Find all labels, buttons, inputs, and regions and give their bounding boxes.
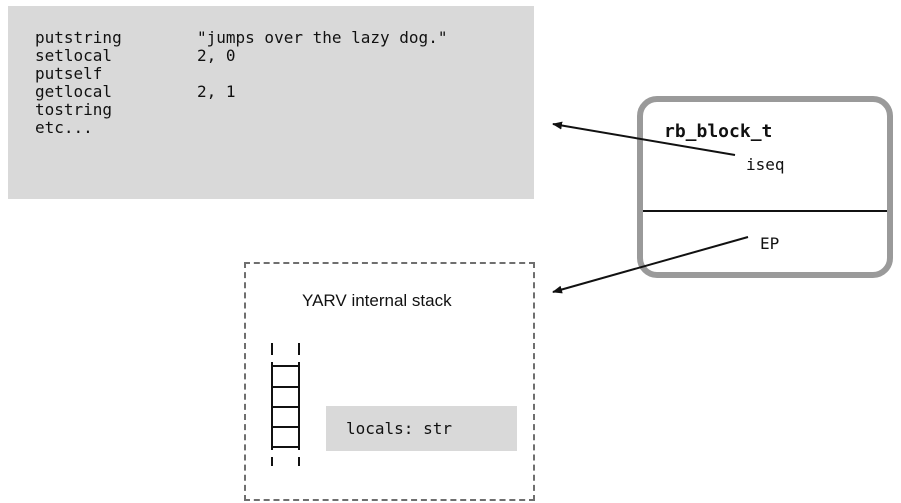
instruction-op: putstring <box>35 28 122 47</box>
locals-label: locals: str <box>346 419 452 438</box>
iseq-field: iseq <box>746 155 785 174</box>
instruction-op: etc... <box>35 118 93 137</box>
locals-box: locals: str <box>326 406 517 451</box>
instruction-arg: 2, 1 <box>197 82 236 101</box>
instruction-op: getlocal <box>35 82 113 101</box>
ep-pointer-arrow <box>552 236 749 294</box>
iseq-pointer-arrow <box>552 121 736 156</box>
stack-ladder-icon <box>271 343 300 466</box>
instruction-sequence-box: putstring "jumps over the lazy dog." set… <box>8 6 534 199</box>
stack-title: YARV internal stack <box>302 291 452 310</box>
yarv-internal-stack: YARV internal stack locals: str <box>244 262 535 501</box>
struct-divider <box>643 210 887 212</box>
instruction-arg: 2, 0 <box>197 46 236 65</box>
instruction-op: setlocal <box>35 46 113 65</box>
ep-field: EP <box>760 234 780 253</box>
instruction-op: tostring <box>35 100 113 119</box>
instruction-op: putself <box>35 64 103 83</box>
instruction-arg: "jumps over the lazy dog." <box>197 28 448 47</box>
struct-title: rb_block_t <box>664 121 773 142</box>
rb-block-struct: rb_block_t iseq EP <box>637 96 893 278</box>
